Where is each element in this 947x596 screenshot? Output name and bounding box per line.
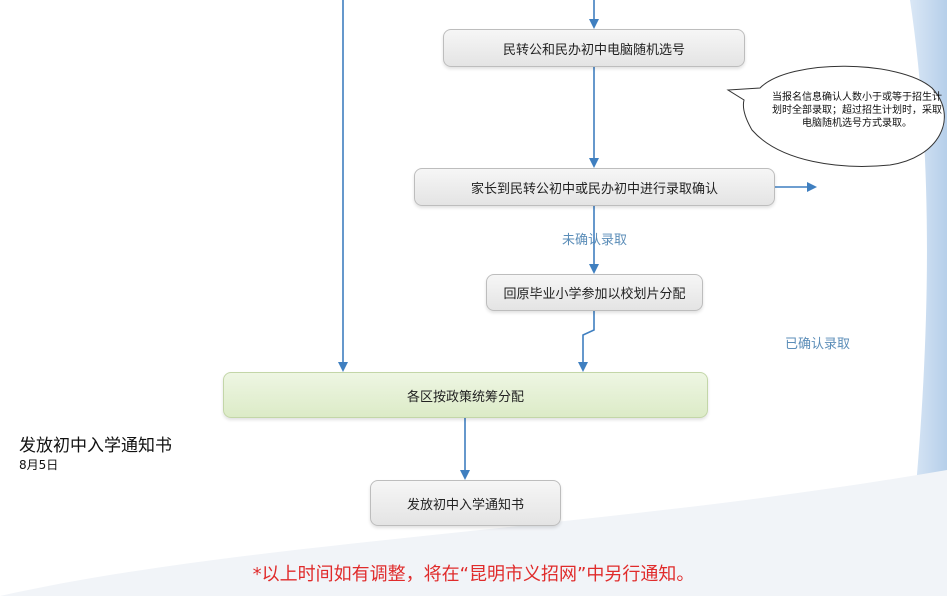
node-admission-confirm: 家长到民转公初中或民办初中进行录取确认 [414,168,775,206]
arrow-return-to-district [578,311,595,372]
decorative-bottom-swoosh [0,470,947,596]
node-return-primary: 回原毕业小学参加以校划片分配 [486,274,703,311]
callout-text: 当报名信息确认人数小于或等于招生计划时全部录取；超过招生计划时，采取电脑随机选号… [772,92,942,129]
node-district-allocation: 各区按政策统筹分配 [223,372,708,418]
footnote: *以上时间如有调整，将在“昆明市义招网”中另行通知。 [252,564,695,585]
sidebar-title: 发放初中入学通知书 [19,436,172,456]
edge-label-confirmed: 已确认录取 [785,337,851,352]
callout-bubble [726,65,945,167]
node-issue-notice: 发放初中入学通知书 [370,480,561,526]
sidebar-date: 8月5日 [19,458,59,472]
decorative-blue-panel [905,0,947,596]
node-random-selection: 民转公和民办初中电脑随机选号 [443,29,745,67]
edge-label-unconfirmed: 未确认录取 [562,233,628,248]
